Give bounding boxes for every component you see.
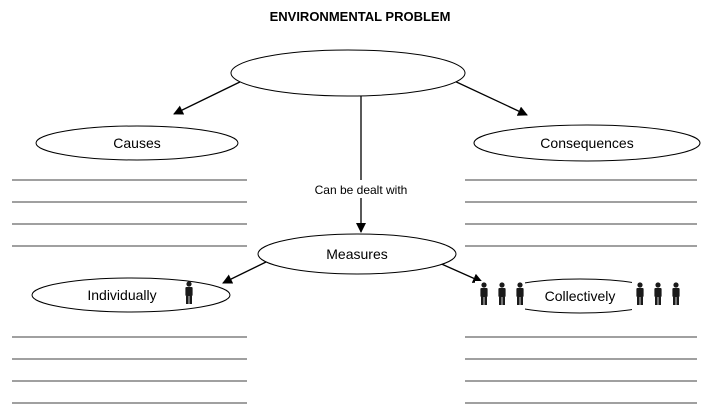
causes-writing-lines (12, 179, 247, 247)
arrow-problem-to-consequences (449, 78, 528, 116)
group-of-people-icon (475, 281, 687, 311)
node-consequences-label: Consequences (540, 135, 633, 151)
individually-writing-lines (12, 336, 247, 404)
arrow-measures-to-individually (222, 261, 267, 284)
node-causes-label: Causes (113, 135, 160, 151)
node-individually (31, 277, 231, 313)
arrow-problem-to-causes (173, 78, 247, 115)
node-measures (257, 233, 457, 275)
consequences-writing-lines (465, 179, 697, 247)
node-problem (230, 49, 466, 97)
node-causes (35, 125, 239, 161)
node-consequences (473, 124, 701, 162)
diagram-title: ENVIRONMENTAL PROBLEM (270, 9, 451, 24)
node-individually-label: Individually (87, 287, 156, 303)
node-measures-label: Measures (326, 246, 387, 262)
edge-label-background (290, 180, 433, 198)
collectively-writing-lines (465, 336, 697, 404)
edge-label-can-be-dealt-with: Can be dealt with (315, 183, 408, 197)
node-collectively-label: Collectively (545, 288, 616, 304)
arrow-measures-to-collectively (436, 261, 483, 283)
